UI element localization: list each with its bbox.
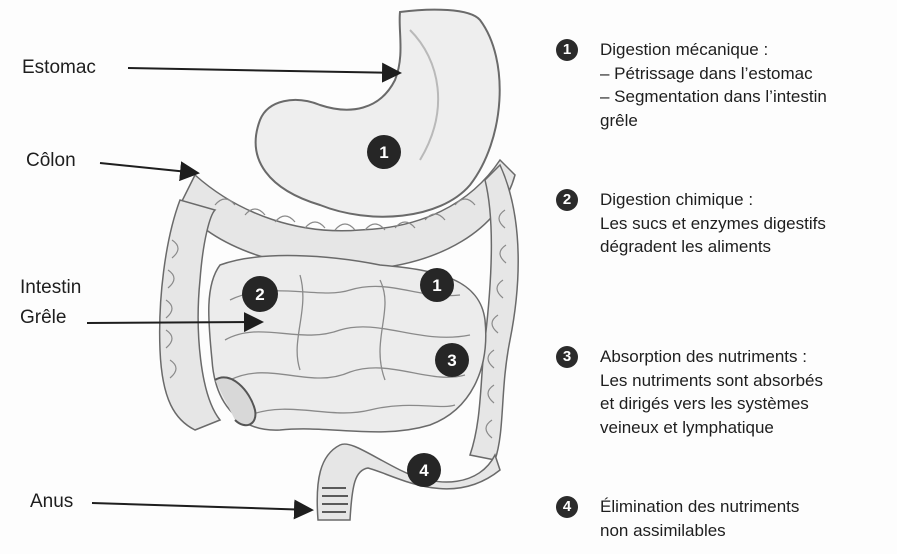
marker-small-intestine-left: 2 <box>242 276 278 312</box>
legend-line: grêle <box>600 109 897 133</box>
legend-line: Les sucs et enzymes digestifs <box>600 212 897 236</box>
legend-number-badge: 4 <box>556 496 578 518</box>
label-estomac: Estomac <box>22 56 96 80</box>
legend-line: et dirigés vers les systèmes <box>600 392 897 416</box>
legend-number-badge: 1 <box>556 39 578 61</box>
marker-small-intestine-right: 1 <box>420 268 454 302</box>
svg-text:4: 4 <box>419 461 429 480</box>
marker-stomach: 1 <box>367 135 401 169</box>
legend-line: – Segmentation dans l’intestin <box>600 85 897 109</box>
legend-line: non assimilables <box>600 519 897 543</box>
label-colon: Côlon <box>26 149 76 173</box>
legend-title: Digestion mécanique : <box>600 38 897 62</box>
marker-small-intestine-lower: 3 <box>435 343 469 377</box>
label-intestin-line2: Grêle <box>20 306 66 330</box>
svg-text:2: 2 <box>255 285 264 304</box>
legend-line: veineux et lymphatique <box>600 416 897 440</box>
legend-line: Les nutriments sont absorbés <box>600 369 897 393</box>
legend-number-badge: 2 <box>556 189 578 211</box>
marker-colon-lower: 4 <box>407 453 441 487</box>
arrow-intestin <box>87 322 262 323</box>
svg-text:1: 1 <box>432 276 441 295</box>
legend-title: Absorption des nutriments : <box>600 345 897 369</box>
label-intestin-line1: Intestin <box>20 276 81 300</box>
arrow-anus <box>92 503 312 510</box>
svg-text:1: 1 <box>379 143 388 162</box>
legend-title: Digestion chimique : <box>600 188 897 212</box>
label-anus: Anus <box>30 490 73 514</box>
svg-text:3: 3 <box>447 351 456 370</box>
legend-line: – Pétrissage dans l’estomac <box>600 62 897 86</box>
arrow-estomac <box>128 68 400 73</box>
legend-line: dégradent les aliments <box>600 235 897 259</box>
stomach-shape <box>256 10 500 217</box>
legend-title: Élimination des nutriments <box>600 495 897 519</box>
arrow-colon <box>100 163 198 173</box>
legend-number-badge: 3 <box>556 346 578 368</box>
